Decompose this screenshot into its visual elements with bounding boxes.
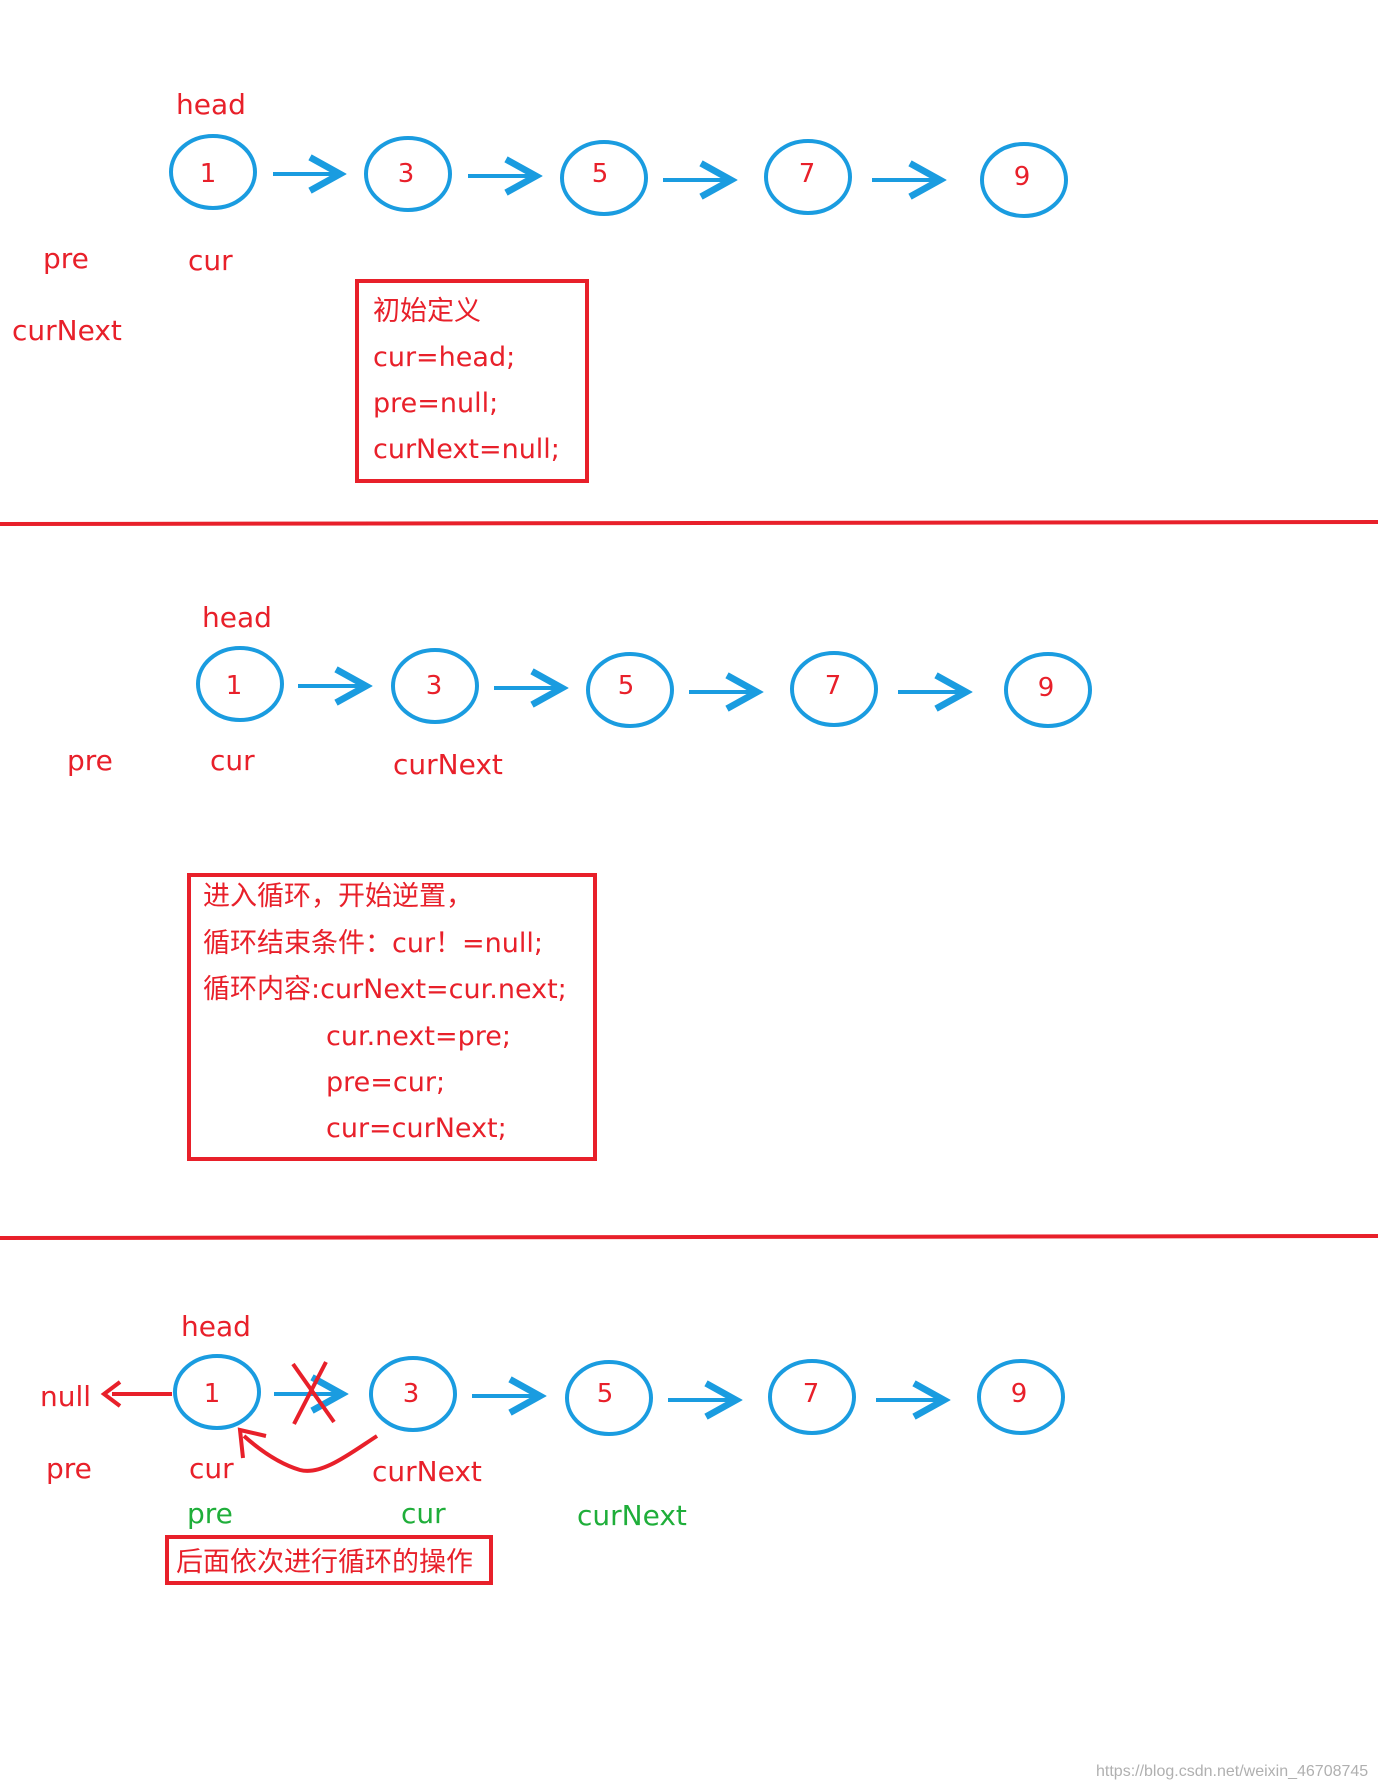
box-line: pre=null; xyxy=(373,388,498,419)
node-value: 7 xyxy=(799,159,816,189)
node-value: 7 xyxy=(825,671,842,701)
curnext-label: curNext xyxy=(12,314,122,347)
list-node xyxy=(369,1356,457,1432)
null-label: null xyxy=(40,1380,91,1413)
curved-return-arrow xyxy=(242,1434,379,1473)
box-line: cur.next=pre; xyxy=(326,1021,511,1052)
next-cur-label: cur xyxy=(401,1497,446,1530)
section-first-iteration: head null pre cur curNext pre cur curNex… xyxy=(40,1310,1065,1585)
node-value: 9 xyxy=(1038,673,1055,703)
box-line: 初始定义 xyxy=(373,296,481,327)
box-line: cur=head; xyxy=(373,342,515,373)
box-line: pre=cur; xyxy=(326,1067,445,1098)
box-line: cur=curNext; xyxy=(326,1113,507,1144)
list-node xyxy=(173,1354,261,1430)
node-value: 9 xyxy=(1011,1379,1028,1409)
curnext-label: curNext xyxy=(372,1455,482,1488)
linked-list-row-2: 1 3 5 7 9 xyxy=(196,646,1092,728)
reversed-arrow-head xyxy=(100,1380,122,1408)
curved-arrow-head xyxy=(237,1427,267,1459)
section-loop-description: head pre cur curNext 1 3 5 7 9 进入循环，开始逆置… xyxy=(67,601,1092,1161)
cur-label: cur xyxy=(189,1452,234,1485)
box-line: 后面依次进行循环的操作 xyxy=(176,1547,473,1578)
box-line: curNext=null; xyxy=(373,434,560,465)
pre-label: pre xyxy=(67,744,113,777)
list-node xyxy=(560,140,648,216)
box-line: 循环结束条件：cur！=null; xyxy=(203,928,543,959)
node-value: 1 xyxy=(204,1379,221,1409)
list-node xyxy=(764,139,852,215)
node-value: 7 xyxy=(803,1379,820,1409)
cross-mark xyxy=(291,1362,336,1424)
node-value: 9 xyxy=(1014,162,1031,192)
section-divider xyxy=(0,520,1378,526)
list-node xyxy=(980,142,1068,218)
box-line: 循环内容:curNext=cur.next; xyxy=(203,974,567,1005)
node-value: 5 xyxy=(618,671,635,701)
linked-list-row-3: 1 3 5 7 9 xyxy=(100,1354,1065,1473)
initial-definition-box: 初始定义 cur=head; pre=null; curNext=null; xyxy=(355,279,589,483)
cur-label: cur xyxy=(188,244,233,277)
head-label: head xyxy=(202,601,272,634)
linked-list-row-1: 1 3 5 7 9 xyxy=(169,134,1068,218)
list-node xyxy=(196,646,284,722)
next-curnext-label: curNext xyxy=(577,1499,687,1532)
cross-mark xyxy=(292,1361,328,1425)
head-label: head xyxy=(181,1310,251,1343)
node-value: 3 xyxy=(426,671,443,701)
node-value: 5 xyxy=(597,1379,614,1409)
node-value: 5 xyxy=(592,159,609,189)
loop-description-box: 进入循环，开始逆置， 循环结束条件：cur！=null; 循环内容:curNex… xyxy=(187,873,597,1161)
pre-label: pre xyxy=(46,1452,92,1485)
list-node xyxy=(391,648,479,724)
node-value: 3 xyxy=(398,159,415,189)
curnext-label: curNext xyxy=(393,748,503,781)
pre-label: pre xyxy=(43,242,89,275)
section-divider xyxy=(0,1234,1378,1240)
list-node xyxy=(565,1360,653,1436)
list-node xyxy=(1004,652,1092,728)
node-value: 3 xyxy=(403,1379,420,1409)
list-node xyxy=(790,651,878,727)
list-node xyxy=(586,652,674,728)
box-line: 进入循环，开始逆置， xyxy=(203,881,473,912)
list-node xyxy=(364,136,452,212)
list-node xyxy=(768,1359,856,1435)
node-value: 1 xyxy=(200,159,217,189)
cur-label: cur xyxy=(210,744,255,777)
list-node xyxy=(977,1359,1065,1435)
list-node xyxy=(169,134,257,210)
watermark: https://blog.csdn.net/weixin_46708745 xyxy=(1096,1763,1368,1780)
next-pre-label: pre xyxy=(187,1497,233,1530)
node-value: 1 xyxy=(226,671,243,701)
continue-loop-box: 后面依次进行循环的操作 xyxy=(165,1535,493,1585)
section-initial-definition: head pre cur curNext 1 3 5 7 9 初始定义 cur=… xyxy=(12,88,1068,483)
head-label: head xyxy=(176,88,246,121)
